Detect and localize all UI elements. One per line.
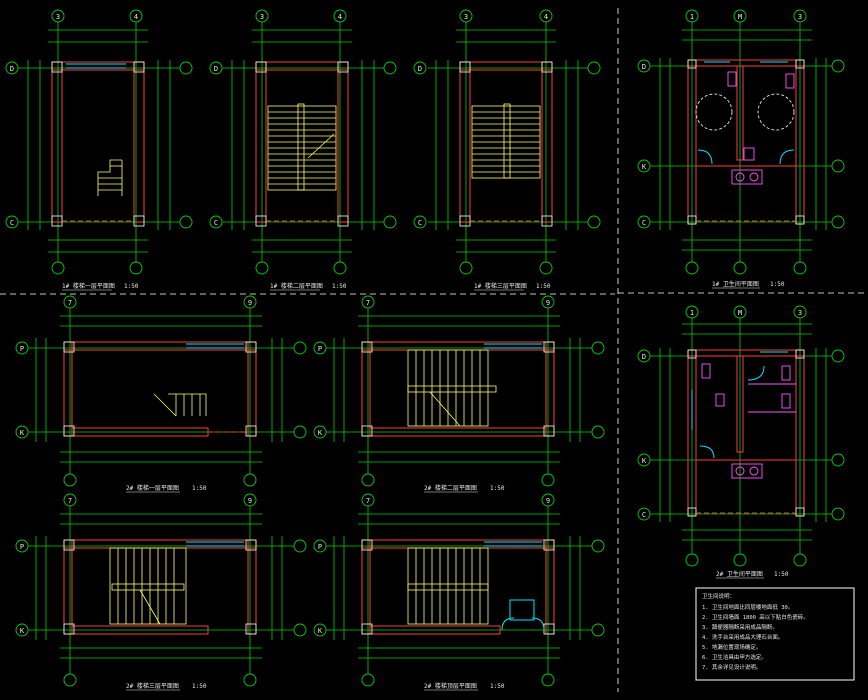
plan-title: 2# 楼梯一层平面图 [126, 484, 179, 492]
axis-label: 7 [366, 497, 370, 505]
axis-label: 3 [464, 13, 468, 21]
axis-label: K [318, 429, 323, 437]
axis-label: 3 [798, 309, 802, 317]
axis-label: P [318, 543, 322, 551]
plan-2-stair-second [209, 9, 397, 275]
axis-label: M [738, 13, 742, 21]
plan-5-stair-2-ground [15, 295, 307, 487]
plan-titles: 1# 楼梯一层平面图 1:50 1# 楼梯二层平面图 1:50 1# 楼梯三层平… [62, 280, 789, 691]
plan-scale: 1:50 [124, 283, 139, 290]
axis-label: 7 [366, 299, 370, 307]
axis-label: C [642, 511, 646, 519]
axis-label: D [418, 65, 422, 73]
plan-scale: 1:50 [770, 281, 785, 288]
axis-label: 9 [546, 497, 550, 505]
axis-label: 3 [260, 13, 264, 21]
axis-label: 9 [248, 497, 252, 505]
axis-label: M [738, 309, 742, 317]
notes-item: 5. 地漏位置现场确定。 [702, 643, 761, 651]
axis-label: 4 [544, 13, 548, 21]
axis-label: P [20, 345, 24, 353]
plan-scale: 1:50 [490, 683, 505, 690]
axis-label: 1 [690, 309, 694, 317]
plan-scale: 1:50 [192, 683, 207, 690]
notes-item: 4. 洗手台采用成品大理石台面。 [702, 633, 783, 641]
plan-title: 2# 楼梯顶层平面图 [424, 682, 477, 690]
plan-scale: 1:50 [332, 283, 347, 290]
axis-label: 4 [134, 13, 138, 21]
axis-label: K [642, 163, 647, 171]
plan-title: 1# 楼梯二层平面图 [270, 282, 323, 290]
axis-label: 1 [690, 13, 694, 21]
axis-label: D [642, 353, 646, 361]
axis-label: 9 [248, 299, 252, 307]
axis-label: K [20, 627, 25, 635]
plan-scale: 1:50 [490, 485, 505, 492]
plan-scale: 1:50 [536, 283, 551, 290]
axis-label: D [214, 65, 218, 73]
plan-7-toilet-2 [637, 305, 845, 567]
plan-title: 2# 楼梯二层平面图 [424, 484, 477, 492]
axis-label: C [10, 219, 14, 227]
plan-scale: 1:50 [192, 485, 207, 492]
notes-box: 卫生间说明： 1. 卫生间地面比同层楼地面低 30。 2. 卫生间墙面 1800… [695, 587, 855, 681]
axis-label: 9 [546, 299, 550, 307]
axis-labels: 3 4 D C 3 4 D C 3 4 D C 1 M 3 D K C 7 9 … [10, 13, 802, 635]
plan-1-stair-ground [5, 9, 193, 275]
axis-label: P [20, 543, 24, 551]
notes-item: 7. 其余详见设计说明。 [702, 663, 761, 671]
axis-label: C [642, 219, 646, 227]
axis-label: 3 [56, 13, 60, 21]
axis-label: C [214, 219, 218, 227]
notes-item: 3. 蹲便器隔断采用成品隔断。 [702, 623, 778, 631]
plan-4-toilet-1 [637, 9, 845, 275]
notes-item: 6. 卫生洁具由甲方选定。 [702, 653, 767, 661]
axis-label: D [10, 65, 14, 73]
axis-label: 3 [798, 13, 802, 21]
notes-item: 2. 卫生间墙面 1800 高以下贴白色瓷砖。 [702, 613, 809, 621]
axis-label: D [642, 63, 646, 71]
axis-label: 7 [68, 497, 72, 505]
notes-item: 1. 卫生间地面比同层楼地面低 30。 [702, 603, 793, 611]
notes-heading: 卫生间说明： [702, 592, 735, 600]
axis-label: K [318, 627, 323, 635]
plan-3-stair-third [413, 9, 601, 275]
axis-label: C [418, 219, 422, 227]
plan-8-stair-2-third [15, 493, 307, 687]
plan-title: 1# 卫生间平面图 [712, 280, 759, 288]
axis-label: 7 [68, 299, 72, 307]
plan-title: 1# 楼梯三层平面图 [474, 282, 527, 290]
plan-scale: 1:50 [774, 571, 789, 578]
plan-title: 2# 楼梯三层平面图 [126, 682, 179, 690]
axis-label: 4 [338, 13, 342, 21]
axis-label: P [318, 345, 322, 353]
plan-title: 2# 卫生间平面图 [716, 570, 763, 578]
plan-title: 1# 楼梯一层平面图 [62, 282, 115, 290]
axis-label: K [20, 429, 25, 437]
plan-9-stair-2-top [313, 493, 605, 687]
axis-label: K [642, 457, 647, 465]
plan-6-stair-2-second [313, 295, 605, 487]
